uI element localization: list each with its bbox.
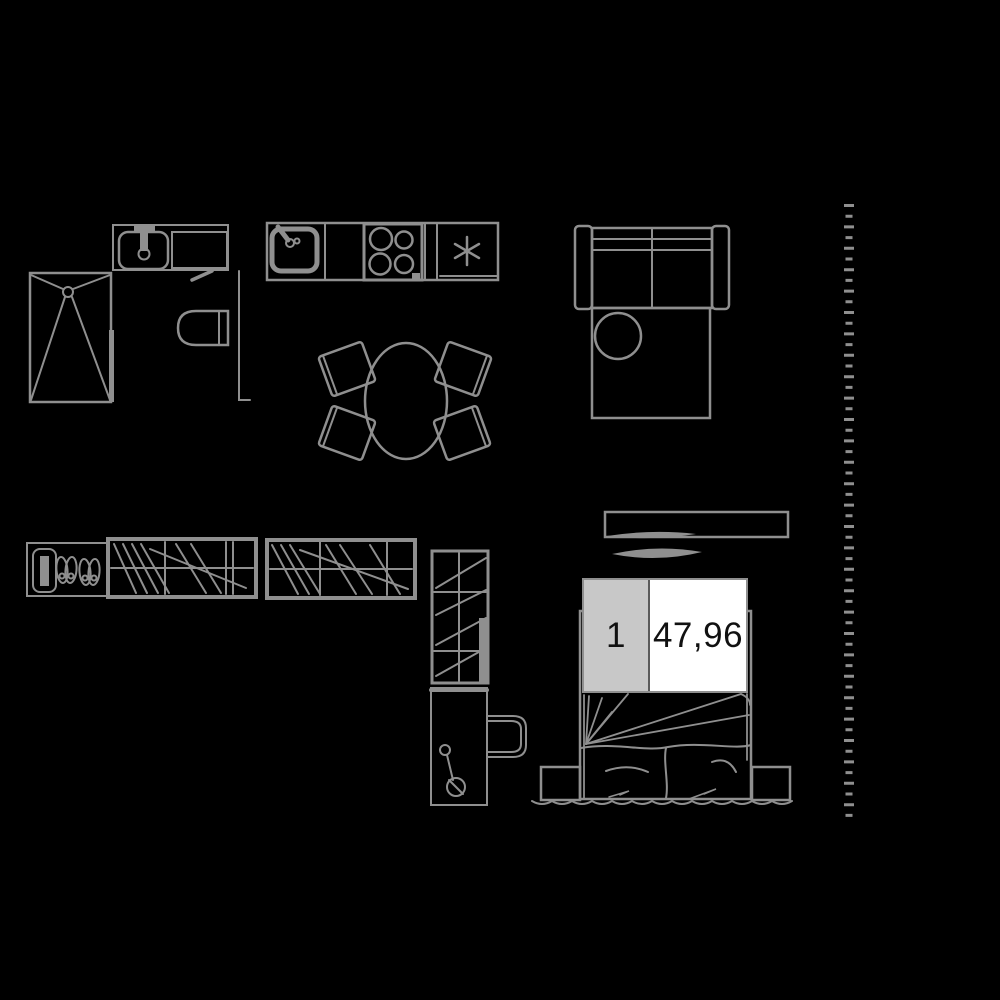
shoe-rack-icon: [26, 542, 109, 597]
utility-column-icon: [429, 687, 527, 806]
dining-table-icon: [363, 341, 449, 461]
sofa-icon: [573, 224, 731, 420]
nightstand-icon: [750, 765, 792, 802]
chair-icon: [317, 404, 377, 462]
refrigerator-asterisk-icon: [453, 235, 481, 267]
wardrobe-column-icon: [430, 549, 490, 685]
curtain-scallop-line: [531, 799, 793, 805]
unit-area: 47,96: [650, 580, 746, 691]
wardrobe-icon: [106, 537, 258, 599]
door-swing-icon: [190, 269, 214, 282]
cooktop-icon: [362, 222, 424, 282]
chair-icon: [317, 340, 377, 398]
toilet-icon: [176, 309, 230, 347]
wardrobe-icon: [265, 538, 417, 600]
unit-number: 1: [584, 580, 650, 691]
chair-icon: [433, 340, 493, 398]
chair-icon: [432, 404, 492, 462]
double-bed-icon: [578, 609, 753, 801]
dresser-shelf-icon: [603, 510, 790, 559]
shower-tray-icon: [28, 271, 114, 404]
nightstand-icon: [539, 765, 582, 802]
kitchen-sink-icon: [269, 224, 320, 274]
unit-label: 1 47,96: [582, 578, 748, 693]
bathroom-wall: [238, 270, 251, 401]
vanity-sink-icon: [112, 224, 229, 271]
